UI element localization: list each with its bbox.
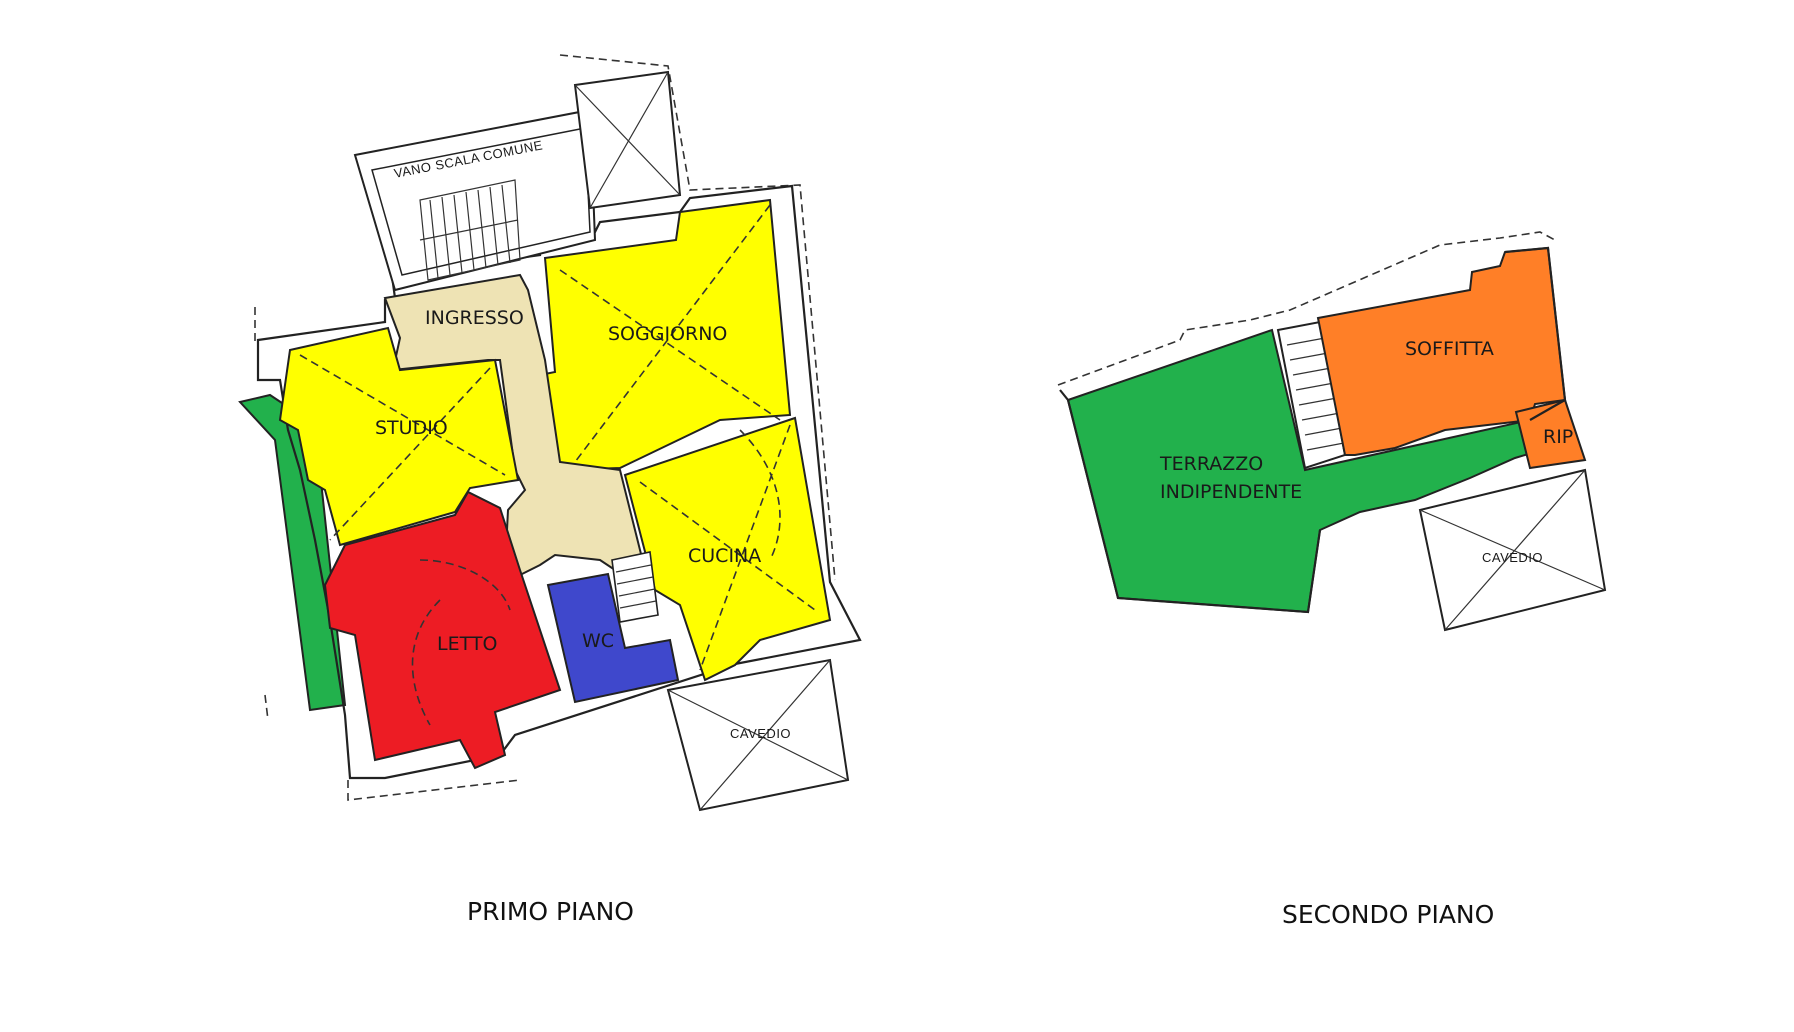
label-soggiorno: SOGGIORNO bbox=[608, 323, 727, 345]
secondo-piano-plan: CAVEDIO SOFFITTA RIP TERRAZZO INDIPENDEN… bbox=[1057, 231, 1607, 929]
elevator-shaft bbox=[573, 70, 682, 210]
room-cucina bbox=[623, 416, 832, 682]
cucina-ceiling-lines bbox=[639, 424, 816, 671]
room-letto bbox=[323, 490, 562, 770]
label-soffitta: SOFFITTA bbox=[1405, 338, 1494, 360]
label-wc: WC bbox=[582, 630, 614, 652]
secondo-cavedio: CAVEDIO bbox=[1418, 468, 1607, 632]
soggiorno-ceiling-lines bbox=[559, 204, 781, 463]
label-ingresso: INGRESSO bbox=[425, 307, 524, 329]
primo-boundary-dashes bbox=[254, 54, 836, 801]
primo-cavedio-label: CAVEDIO bbox=[730, 726, 791, 741]
secondo-cavedio-label: CAVEDIO bbox=[1482, 550, 1543, 565]
label-rip: RIP bbox=[1543, 426, 1573, 448]
label-cucina: CUCINA bbox=[688, 545, 761, 567]
secondo-boundary-dashes bbox=[1057, 231, 1556, 386]
label-terrazzo-line1: TERRAZZO bbox=[1159, 453, 1263, 475]
letto-door-swing bbox=[411, 559, 511, 726]
secondo-outer-wall bbox=[1059, 246, 1567, 614]
label-terrazzo-line2: INDIPENDENTE bbox=[1160, 481, 1302, 503]
label-letto: LETTO bbox=[437, 633, 497, 655]
primo-cavedio: CAVEDIO bbox=[666, 658, 850, 812]
room-wc bbox=[546, 572, 680, 704]
caption-secondo-piano: SECONDO PIANO bbox=[1282, 900, 1494, 929]
small-stair bbox=[611, 551, 659, 623]
caption-primo-piano: PRIMO PIANO bbox=[467, 897, 634, 926]
label-studio: STUDIO bbox=[375, 417, 448, 439]
studio-ceiling-lines bbox=[299, 354, 506, 541]
room-soffitta bbox=[1316, 246, 1567, 456]
room-studio bbox=[278, 326, 520, 547]
stair-steps bbox=[419, 179, 521, 281]
vano-scala-comune: VANO SCALA COMUNE bbox=[353, 70, 682, 292]
primo-piano-plan: VANO SCALA COMUNE CAVEDIO INGRESS bbox=[238, 54, 862, 926]
